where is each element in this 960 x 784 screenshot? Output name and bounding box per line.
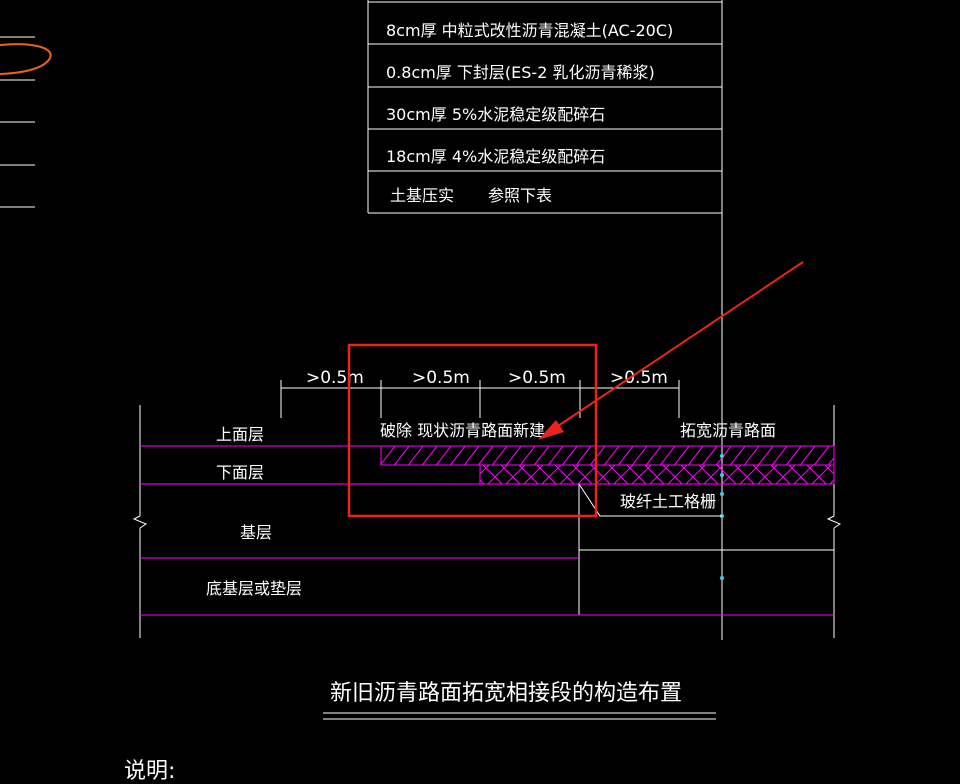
table-row-1: 8cm厚 中粒式改性沥青混凝土(AC-20C) [386, 21, 673, 40]
table-row-2: 0.8cm厚 下封层(ES-2 乳化沥青稀浆) [386, 63, 655, 82]
dimension-label-3: >0.5m [508, 368, 566, 388]
title-underline [323, 712, 716, 720]
label-demolish: 破除 现状沥青路面新建 [380, 421, 545, 440]
label-geogrid: 玻纤土工格栅 [620, 492, 716, 511]
label-widen: 拓宽沥青路面 [680, 421, 776, 440]
hatch-upper-layer [380, 445, 835, 466]
label-upper-layer: 上面层 [216, 425, 264, 444]
dimension-line [280, 380, 680, 418]
pavement-structure-table [367, 0, 723, 640]
left-margin-fragments [0, 36, 35, 208]
table-row-4: 18cm厚 4%水泥稳定级配碎石 [386, 147, 605, 166]
dimension-label-1: >0.5m [306, 368, 364, 388]
red-highlight-box [347, 343, 598, 518]
drawing-title: 新旧沥青路面拓宽相接段的构造布置 [330, 681, 682, 706]
notes-heading: 说明: [124, 759, 175, 784]
red-arrow-head [538, 420, 564, 440]
red-arrow-shaft [551, 261, 804, 431]
label-subbase: 底基层或垫层 [206, 579, 302, 598]
table-footer-right: 参照下表 [488, 186, 552, 205]
geogrid-leader-line [578, 483, 722, 517]
orange-annotation-curve [0, 43, 52, 75]
table-footer-left: 土基压实 [390, 186, 454, 205]
label-lower-layer: 下面层 [216, 463, 264, 482]
dimension-label-2: >0.5m [412, 368, 470, 388]
section-boundaries [132, 405, 842, 638]
label-base: 基层 [240, 523, 272, 542]
table-row-3: 30cm厚 5%水泥稳定级配碎石 [386, 105, 605, 124]
dimension-label-4: >0.5m [610, 368, 668, 388]
hatch-lower-layer [479, 464, 835, 485]
